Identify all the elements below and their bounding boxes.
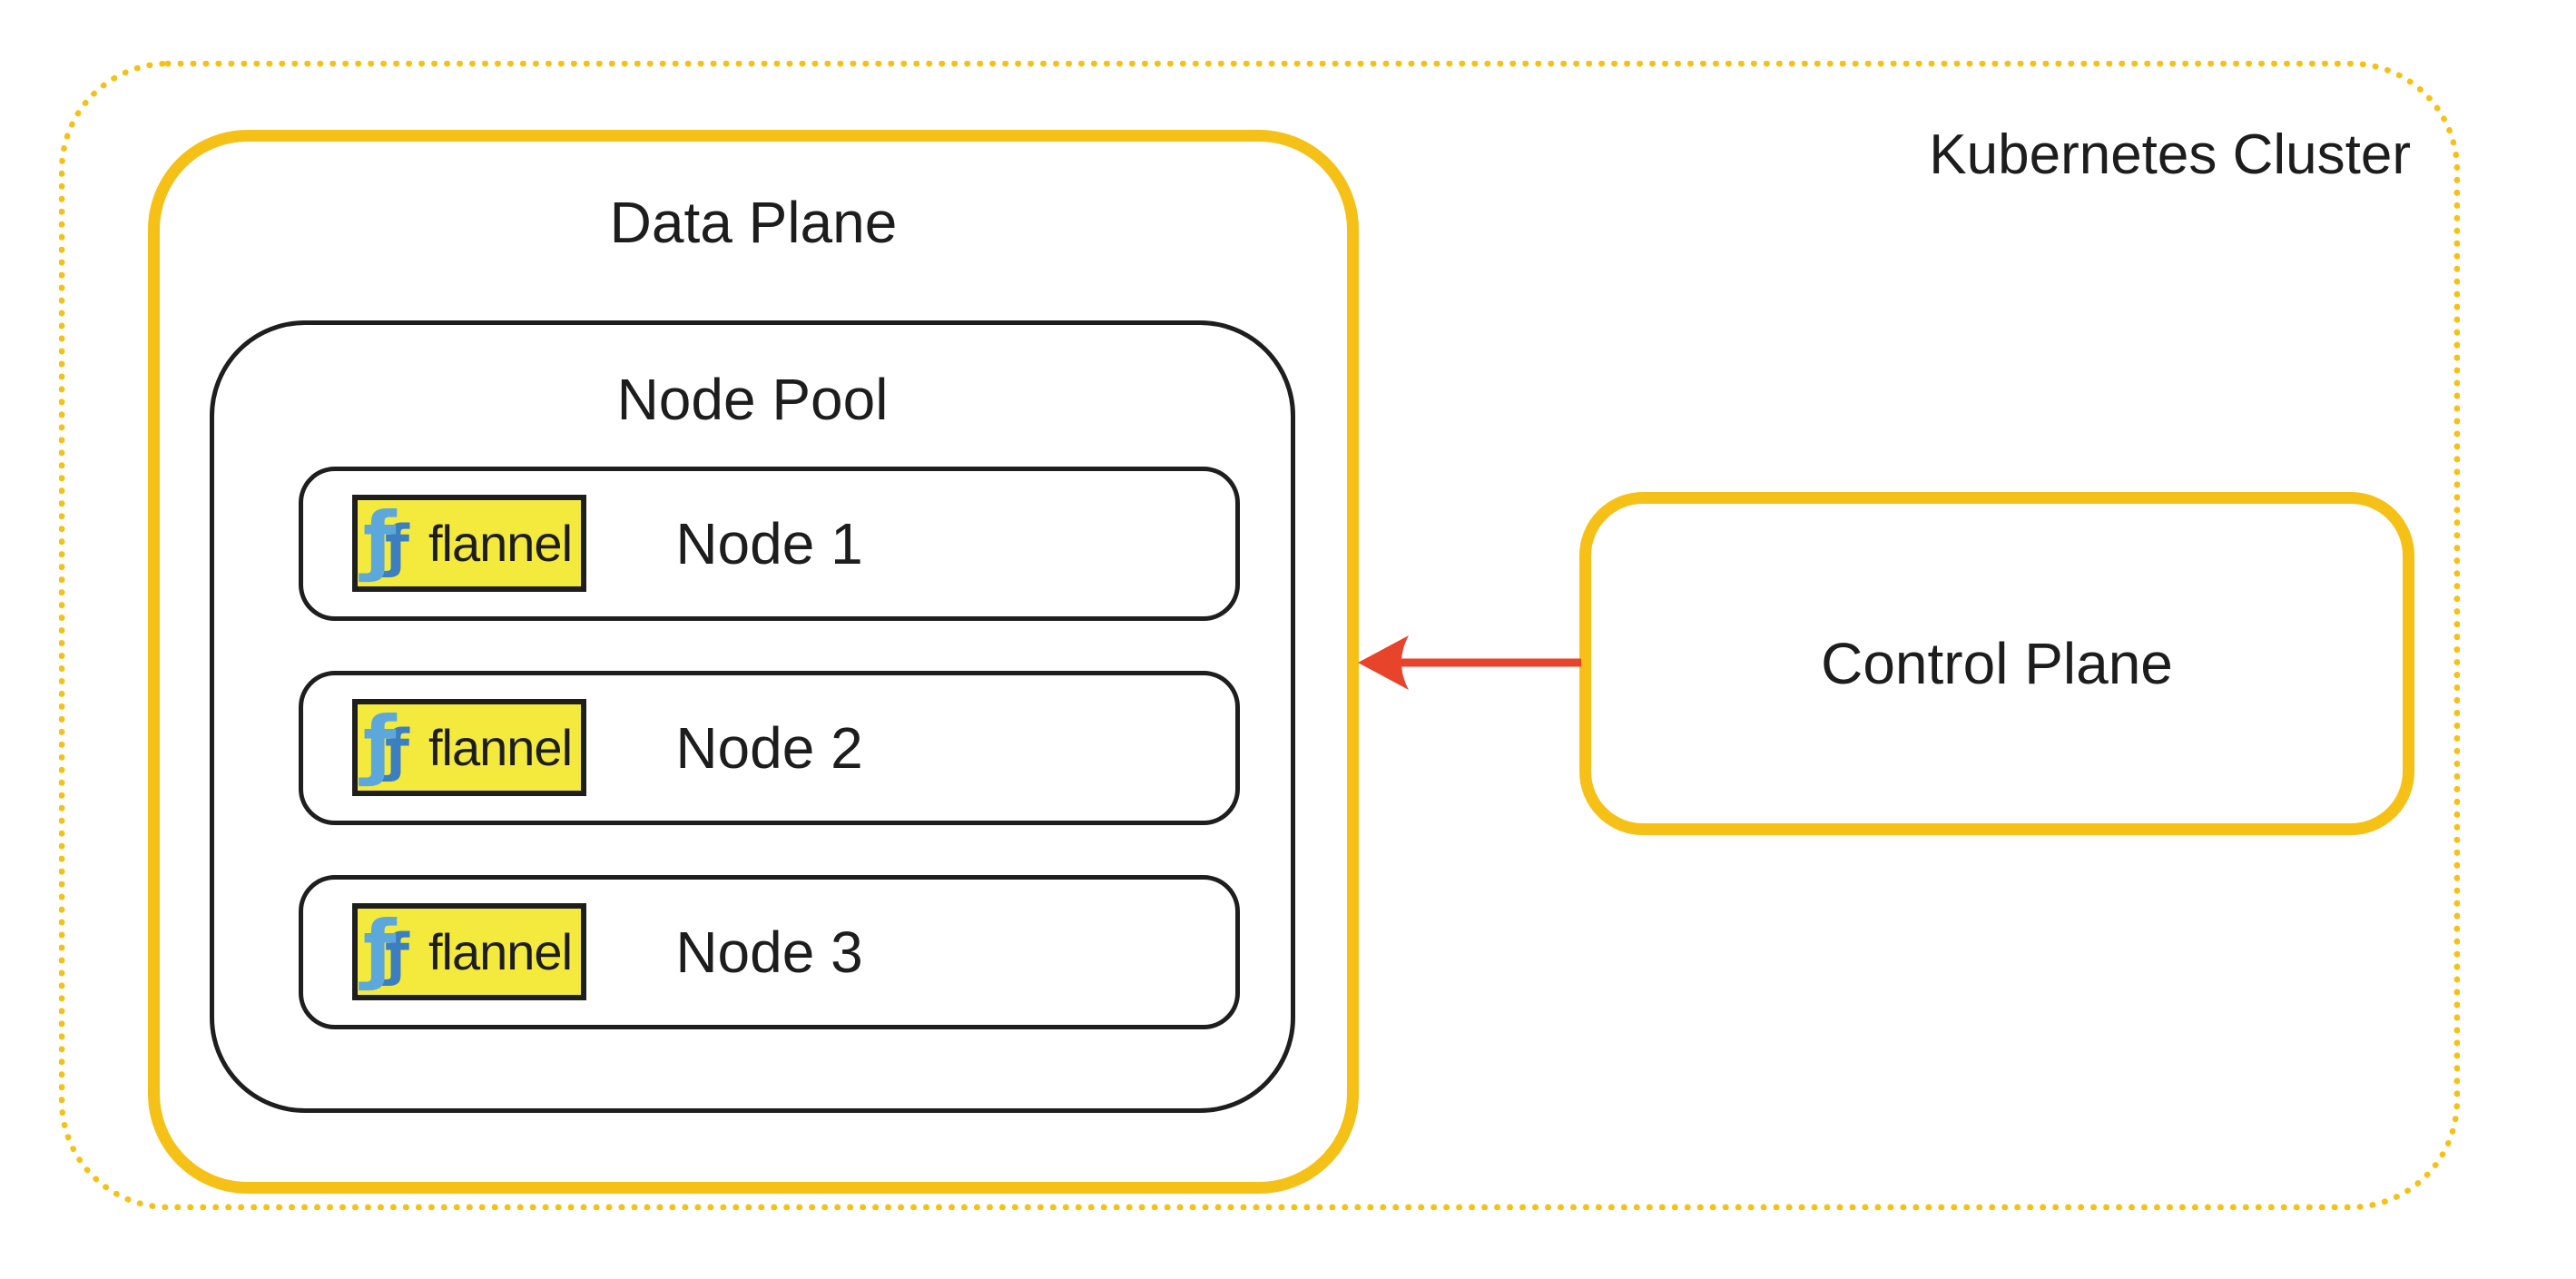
control-plane-label: Control Plane	[1821, 631, 2173, 696]
flannel-badge: ƒ ƒ flannel	[352, 495, 586, 592]
flannel-f-glyph-light: ƒ	[363, 904, 397, 993]
flannel-f-glyph-dark: ƒ	[385, 717, 409, 783]
node-3-label: Node 3	[675, 920, 863, 985]
flannel-logo-icon: ƒ ƒ	[363, 904, 425, 995]
flannel-f-glyph-dark: ƒ	[385, 513, 409, 579]
flannel-logo-icon: ƒ ƒ	[363, 700, 425, 791]
flannel-badge: ƒ ƒ flannel	[352, 699, 586, 796]
node-box-1: ƒ ƒ flannel Node 1	[299, 467, 1240, 621]
node-pool-label: Node Pool	[616, 367, 889, 432]
arrow-svg	[1358, 635, 1581, 690]
flannel-f-glyph-dark: ƒ	[385, 921, 409, 988]
node-pool-box: Node Pool ƒ ƒ flannel Node 1 ƒ	[210, 320, 1295, 1113]
arrow-head	[1358, 635, 1409, 690]
node-1-label: Node 1	[675, 511, 863, 576]
data-plane-box: Data Plane Node Pool ƒ ƒ flannel Node 1	[148, 130, 1359, 1194]
control-to-dataplane-arrow-icon	[1352, 630, 1585, 695]
flannel-wordmark: flannel	[428, 514, 573, 572]
flannel-f-glyph-light: ƒ	[363, 496, 397, 585]
flannel-wordmark: flannel	[428, 922, 573, 980]
flannel-badge: ƒ ƒ flannel	[352, 903, 586, 1000]
kubernetes-cluster-boundary: Kubernetes Cluster Data Plane Node Pool …	[59, 61, 2460, 1210]
node-box-2: ƒ ƒ flannel Node 2	[299, 671, 1240, 825]
flannel-wordmark: flannel	[428, 718, 573, 776]
flannel-f-glyph-light: ƒ	[363, 700, 397, 789]
data-plane-label: Data Plane	[609, 190, 898, 255]
node-2-label: Node 2	[675, 715, 863, 781]
kubernetes-cluster-label: Kubernetes Cluster	[1929, 123, 2411, 186]
node-box-3: ƒ ƒ flannel Node 3	[299, 875, 1240, 1029]
flannel-logo-icon: ƒ ƒ	[363, 496, 425, 586]
control-plane-box: Control Plane	[1579, 492, 2414, 835]
